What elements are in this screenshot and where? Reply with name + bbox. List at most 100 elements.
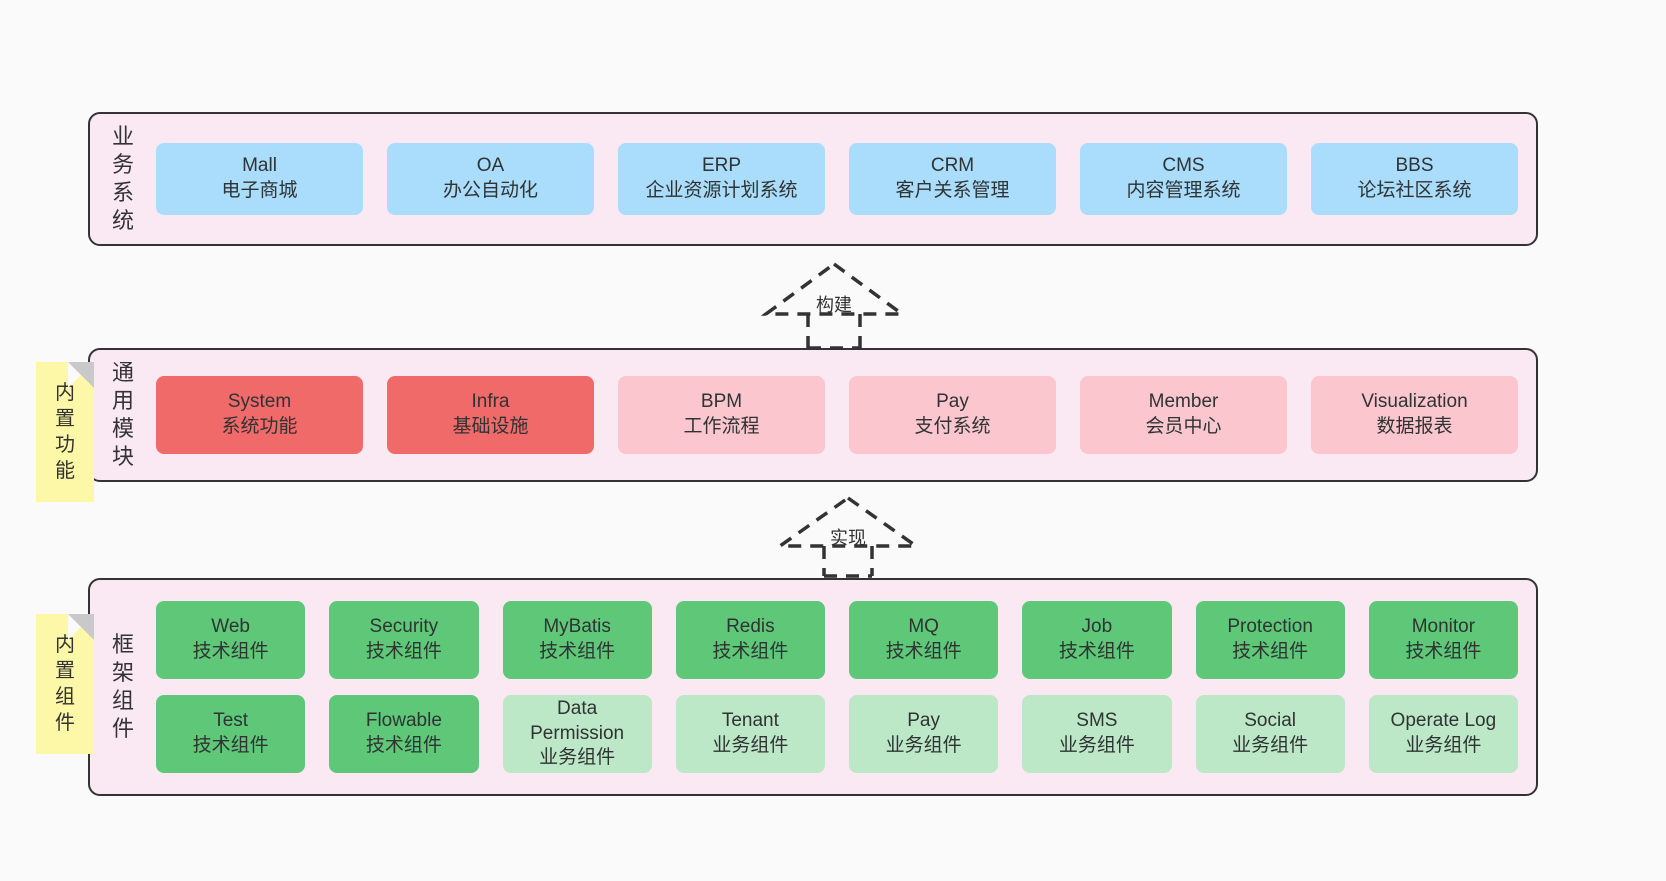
node-title: Pay <box>936 391 969 413</box>
vlabel-char: 统 <box>111 208 134 234</box>
node-monitor[interactable]: Monitor 技术组件 <box>1368 601 1518 679</box>
node-mq[interactable]: MQ 技术组件 <box>849 601 999 679</box>
node-title: Redis <box>726 616 775 638</box>
node-subtitle: 业务组件 <box>539 747 616 769</box>
node-web[interactable]: Web 技术组件 <box>156 601 306 679</box>
note-builtin-component: 内 置 组 件 <box>36 614 94 754</box>
node-subtitle: 数据报表 <box>1376 416 1453 437</box>
note-char: 内 <box>55 382 75 404</box>
node-subtitle: 电子商城 <box>221 180 298 201</box>
node-title: Data Permission <box>530 697 625 744</box>
node-mybatis[interactable]: MyBatis 技术组件 <box>502 601 652 679</box>
node-title: MQ <box>908 616 939 638</box>
layer-business-system-nodes: Mall 电子商城 OA 办公自动化 ERP 企业资源计划系统 CRM 客户关系… <box>150 114 1536 244</box>
node-title: BBS <box>1395 155 1434 177</box>
node-title: CMS <box>1162 155 1205 177</box>
node-title: Pay <box>907 710 940 732</box>
vlabel-char: 业 <box>111 123 134 149</box>
node-title: OA <box>476 155 505 177</box>
node-subtitle: 技术组件 <box>885 641 962 662</box>
node-subtitle: 技术组件 <box>539 641 616 662</box>
node-subtitle: 技术组件 <box>1058 641 1135 662</box>
connector-implement-label: 实现 <box>830 528 866 548</box>
node-subtitle: 业务组件 <box>1058 735 1135 756</box>
vlabel-char: 框 <box>111 631 134 657</box>
note-char: 内 <box>55 634 75 656</box>
node-mall[interactable]: Mall 电子商城 <box>156 143 363 215</box>
note-char: 置 <box>55 408 75 430</box>
layer-framework-component-label: 框 架 组 件 <box>100 631 146 744</box>
note-builtin-function: 内 置 功 能 <box>36 362 94 502</box>
node-subtitle: 技术组件 <box>192 735 269 756</box>
node-social[interactable]: Social 业务组件 <box>1195 695 1345 773</box>
node-flowable[interactable]: Flowable 技术组件 <box>329 695 479 773</box>
node-subtitle: 基础设施 <box>452 416 529 437</box>
vlabel-char: 架 <box>111 659 134 685</box>
node-subtitle: 业务组件 <box>712 735 789 756</box>
node-title: BPM <box>700 391 743 413</box>
node-title: Social <box>1244 710 1296 732</box>
node-tenant[interactable]: Tenant 业务组件 <box>675 695 825 773</box>
node-subtitle: 技术组件 <box>1232 641 1309 662</box>
vlabel-char: 件 <box>111 716 134 742</box>
node-subtitle: 技术组件 <box>365 641 442 662</box>
node-subtitle: 办公自动化 <box>442 180 538 201</box>
layer-common-module-nodes: System 系统功能 Infra 基础设施 BPM 工作流程 Pay 支付系统… <box>150 350 1536 480</box>
node-subtitle: 系统功能 <box>221 416 298 437</box>
node-oa[interactable]: OA 办公自动化 <box>387 143 594 215</box>
note-char: 件 <box>55 712 75 734</box>
node-bpm[interactable]: BPM 工作流程 <box>618 376 825 454</box>
vlabel-char: 组 <box>111 688 134 713</box>
node-bbs[interactable]: BBS 论坛社区系统 <box>1311 143 1518 215</box>
node-title: Member <box>1148 391 1219 413</box>
node-test[interactable]: Test 技术组件 <box>156 695 306 773</box>
node-title: Infra <box>471 391 510 413</box>
node-subtitle: 企业资源计划系统 <box>645 180 798 201</box>
node-subtitle: 业务组件 <box>1232 735 1309 756</box>
layer-common-module[interactable]: 通 用 模 块 System 系统功能 Infra 基础设施 BPM 工作流程 <box>88 348 1538 482</box>
node-title: Protection <box>1227 616 1313 638</box>
layer-business-system[interactable]: 业 务 系 统 Mall 电子商城 OA 办公自动化 ERP 企业资源计划系统 <box>88 112 1538 246</box>
node-title: CRM <box>930 155 975 177</box>
node-sms[interactable]: SMS 业务组件 <box>1022 695 1172 773</box>
connector-build-label: 构建 <box>816 295 852 315</box>
node-subtitle: 内容管理系统 <box>1126 180 1241 201</box>
connector-implement-arrow <box>774 495 922 578</box>
node-title: Security <box>369 616 439 638</box>
layer-business-system-label: 业 务 系 统 <box>100 123 146 236</box>
node-erp[interactable]: ERP 企业资源计划系统 <box>618 143 825 215</box>
vlabel-char: 务 <box>111 151 134 177</box>
node-infra[interactable]: Infra 基础设施 <box>387 376 594 454</box>
node-system[interactable]: System 系统功能 <box>156 376 363 454</box>
layer-framework-component[interactable]: 框 架 组 件 Web 技术组件 Security 技术组件 MyBatis 技… <box>88 578 1538 796</box>
node-subtitle: 技术组件 <box>712 641 789 662</box>
node-title: MyBatis <box>543 616 611 638</box>
node-crm[interactable]: CRM 客户关系管理 <box>849 143 1056 215</box>
node-title: Web <box>211 616 250 638</box>
node-pay-component[interactable]: Pay 业务组件 <box>849 695 999 773</box>
node-visualization[interactable]: Visualization 数据报表 <box>1311 376 1518 454</box>
node-title: Tenant <box>721 710 779 732</box>
node-subtitle: 客户关系管理 <box>895 180 1010 201</box>
node-title: Test <box>213 710 249 732</box>
node-member[interactable]: Member 会员中心 <box>1080 376 1287 454</box>
node-title: ERP <box>701 155 742 177</box>
node-subtitle: 业务组件 <box>1405 735 1482 756</box>
node-title: Mall <box>242 155 277 177</box>
node-data-permission[interactable]: Data Permission 业务组件 <box>502 695 652 773</box>
vlabel-char: 模 <box>111 416 134 441</box>
node-title: Visualization <box>1361 391 1468 413</box>
node-subtitle: 业务组件 <box>885 735 962 756</box>
vlabel-char: 系 <box>111 180 134 205</box>
node-redis[interactable]: Redis 技术组件 <box>675 601 825 679</box>
node-pay-module[interactable]: Pay 支付系统 <box>849 376 1056 454</box>
vlabel-char: 用 <box>111 387 134 413</box>
node-subtitle: 技术组件 <box>1405 641 1482 662</box>
node-job[interactable]: Job 技术组件 <box>1022 601 1172 679</box>
node-operate-log[interactable]: Operate Log 业务组件 <box>1368 695 1518 773</box>
node-cms[interactable]: CMS 内容管理系统 <box>1080 143 1287 215</box>
node-security[interactable]: Security 技术组件 <box>329 601 479 679</box>
note-char: 组 <box>55 686 75 708</box>
node-protection[interactable]: Protection 技术组件 <box>1195 601 1345 679</box>
